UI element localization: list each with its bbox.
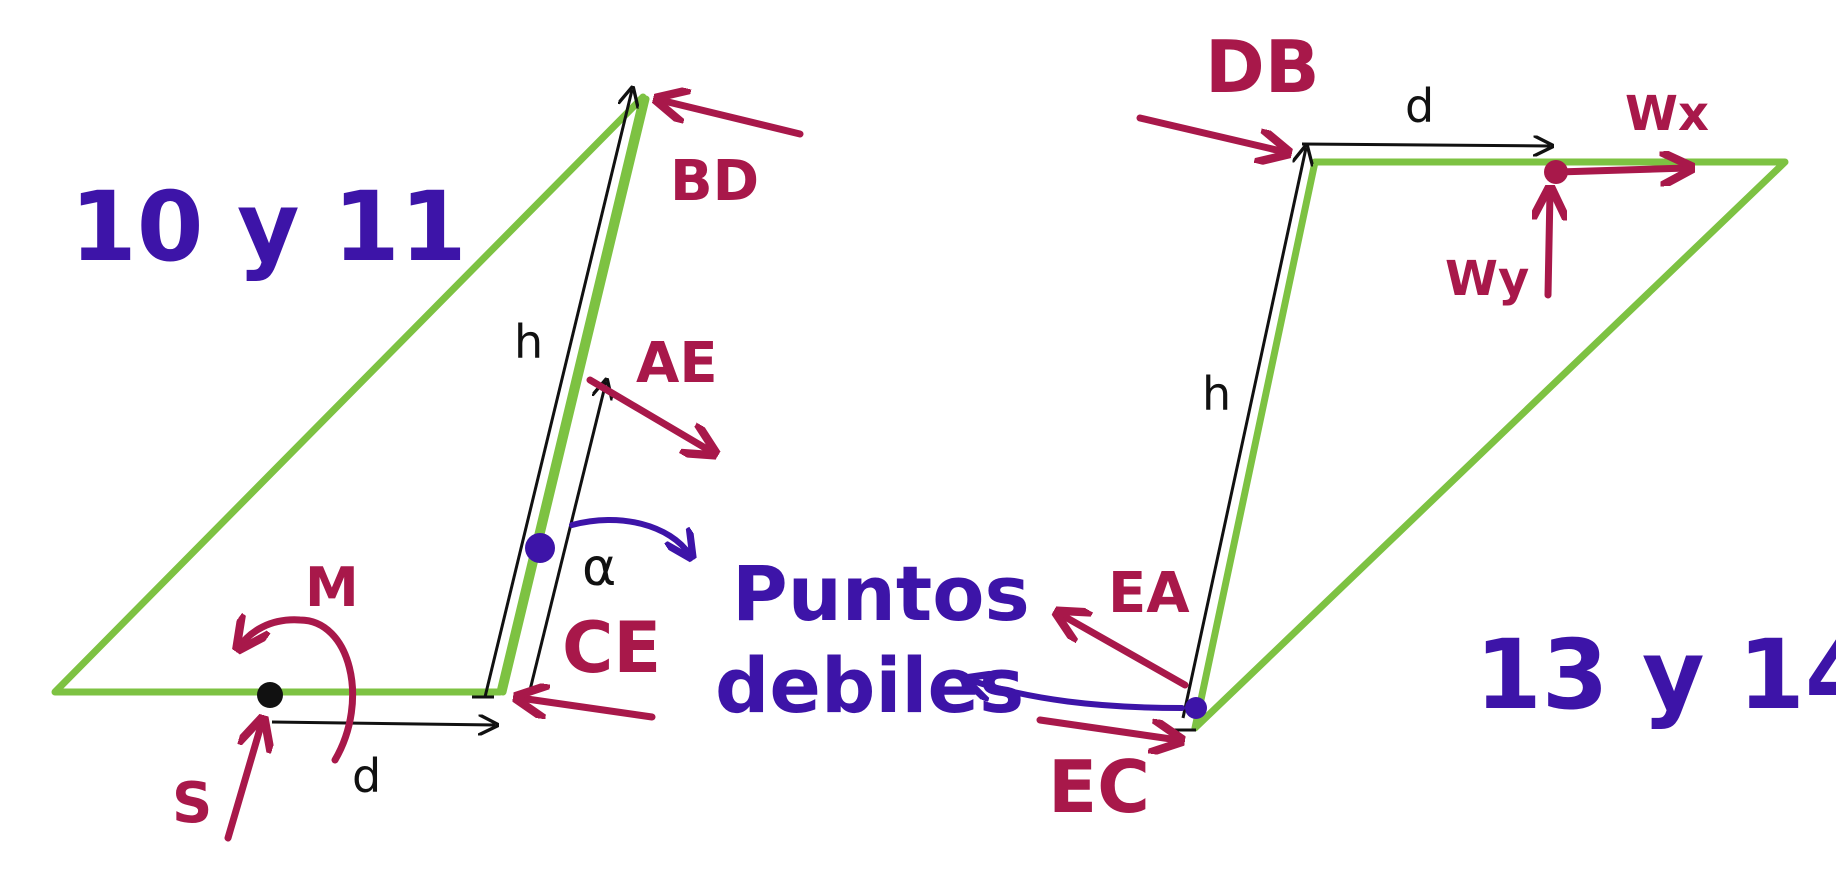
left-weak-point-pointer [569, 516, 690, 555]
right-caption: 13 y 14 [1475, 619, 1836, 731]
weak-points-annotation: Puntos debiles [715, 549, 1030, 730]
annotation-line-1: Puntos [732, 549, 1030, 638]
left-label-support: S [172, 771, 212, 836]
left-force-bd-arrow [660, 100, 804, 138]
left-label-height: h [514, 315, 543, 369]
right-force-wx-arrow [1554, 168, 1688, 172]
left-label-ce: CE [562, 607, 661, 689]
right-label-wx: Wx [1625, 86, 1709, 142]
left-label-angle: α [582, 538, 616, 598]
left-label-ae: AE [636, 331, 718, 396]
right-height-dimension [1181, 148, 1306, 719]
right-weak-point [1185, 697, 1207, 719]
right-weak-point-pointer [970, 680, 1185, 711]
left-distance-dimension [271, 722, 495, 725]
left-figure: 10 y 11 BD AE CE M S h d α [51, 90, 804, 842]
right-label-distance: d [1405, 79, 1434, 133]
right-force-ea-arrow [1060, 614, 1189, 689]
right-force-db-arrow [1136, 114, 1285, 152]
left-weak-point [525, 533, 555, 563]
right-label-ea: EA [1108, 561, 1190, 626]
left-force-ce-arrow [520, 698, 656, 721]
right-force-ec-arrow [1036, 716, 1178, 740]
left-right-edge-highlight [499, 95, 650, 696]
right-distance-dimension [1301, 144, 1550, 146]
right-figure: 13 y 14 DB EA EC Wx Wy h d [970, 25, 1836, 829]
left-height-dimension [483, 90, 632, 698]
right-label-db: DB [1205, 25, 1320, 109]
left-force-ae-arrow [586, 376, 712, 452]
right-label-ec: EC [1048, 745, 1150, 829]
left-caption: 10 y 11 [70, 171, 467, 283]
left-support-point [257, 682, 283, 708]
right-label-wy: Wy [1445, 251, 1529, 307]
left-label-bd: BD [670, 149, 759, 214]
left-moment-arrow [240, 620, 357, 764]
left-label-moment: M [305, 556, 359, 619]
left-label-distance: d [352, 749, 381, 803]
left-alpha-dimension [528, 382, 606, 691]
right-force-wy-arrow [1548, 192, 1550, 299]
right-label-height: h [1202, 367, 1231, 421]
left-force-s-arrow [224, 722, 262, 842]
right-load-point [1544, 160, 1568, 184]
